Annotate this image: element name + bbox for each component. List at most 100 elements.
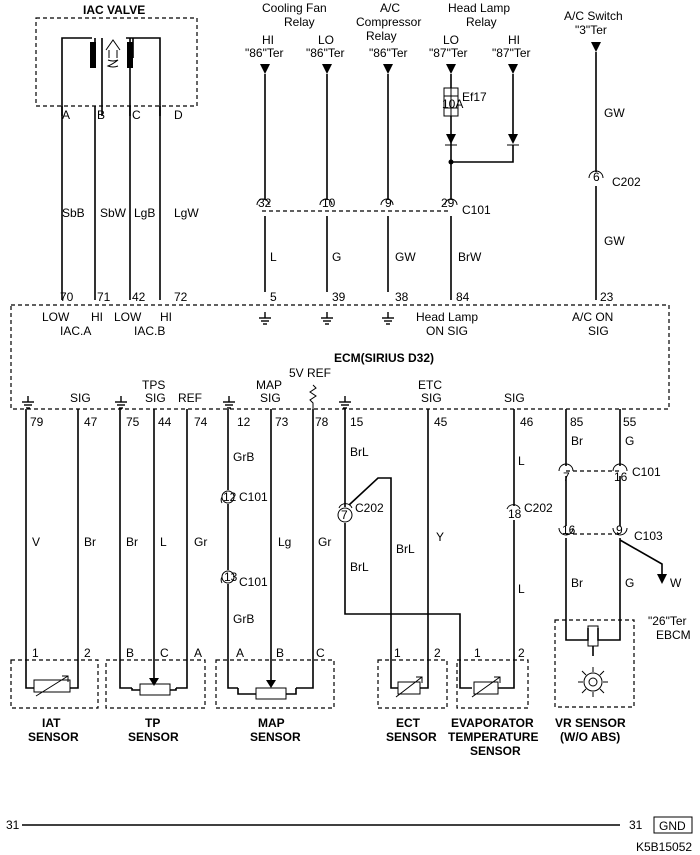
c202-pin-18: 18 xyxy=(508,507,522,521)
ground-bus: 31 31 GND K5B15052 xyxy=(6,816,693,854)
iac-low-b: LOW xyxy=(114,310,142,324)
ac-on-sig-1: A/C ON xyxy=(572,310,613,324)
vr-label-2: (W/O ABS) xyxy=(560,730,620,744)
gnd-tag xyxy=(653,816,693,834)
vr-wire-g-1: G xyxy=(625,434,634,448)
map-sig: SIG xyxy=(260,391,281,405)
ect-sensor: ETC SIG 15 45 7 C202 BrL BrL BrL Y 1 2 E… xyxy=(337,378,472,744)
fuse-rating: 10A xyxy=(442,97,463,111)
c202-label-ac: C202 xyxy=(612,175,641,189)
c101-pin-9: 9 xyxy=(385,196,392,210)
ect-wire-brl-3: BrL xyxy=(350,560,369,574)
c202-label-ect: C202 xyxy=(355,501,384,515)
tp-pin-a: A xyxy=(194,646,202,660)
wire-brw: BrW xyxy=(458,250,482,264)
ect-label-1: ECT xyxy=(396,716,421,730)
iat-label-1: IAT xyxy=(42,716,61,730)
ect-wire-brl-1: BrL xyxy=(350,445,369,459)
evap-label-2: TEMPERATURE xyxy=(448,730,538,744)
evap-label-3: SENSOR xyxy=(470,744,521,758)
iac-valve-title: IAC VALVE xyxy=(83,3,145,17)
ground-left-num: 31 xyxy=(6,818,20,832)
ecm-pin-47: 47 xyxy=(84,415,98,429)
vr-wire-g-2: G xyxy=(625,576,634,590)
vr-wire-br-2: Br xyxy=(571,576,583,590)
ecm-pin-39: 39 xyxy=(332,290,346,304)
ecm-pin-23: 23 xyxy=(600,290,614,304)
ac-switch-section: A/C Switch "3"Ter GW 6 C202 GW 23 A/C ON… xyxy=(564,9,641,338)
ecm-pin-15: 15 xyxy=(350,415,364,429)
c103-pin-9: 9 xyxy=(616,523,623,537)
ecm-pin-45: 45 xyxy=(434,415,448,429)
tp-sig: SIG xyxy=(145,391,166,405)
ebcm-label: EBCM xyxy=(656,628,691,642)
iac-valve: IAC VALVE A B C D SbB SbW LgB LgW 70 71 … xyxy=(35,3,199,338)
ecm-pin-42: 42 xyxy=(132,290,146,304)
ground-icons-top xyxy=(258,311,395,325)
evap-sensor: SIG 46 18 C202 L L 1 2 EVAPORATOR TEMPER… xyxy=(448,391,553,758)
ecm-pin-44: 44 xyxy=(158,415,172,429)
fuse-name: Ef17 xyxy=(462,90,487,104)
ecm-pin-71: 71 xyxy=(97,290,111,304)
ac-on-sig-2: SIG xyxy=(588,324,609,338)
tp-pin-c: C xyxy=(160,646,169,660)
gnd-label: GND xyxy=(659,819,686,833)
ac-wire-top: GW xyxy=(604,106,625,120)
ecm-box xyxy=(10,304,670,410)
tp-sensor-box xyxy=(105,659,206,709)
iac-b-label: IAC.B xyxy=(134,324,165,338)
term-ac: "86"Ter xyxy=(369,46,408,60)
ac-comp-line1: A/C xyxy=(380,1,400,15)
relay-section: Cooling Fan Relay A/C Compressor Relay H… xyxy=(245,1,531,338)
gear-icon xyxy=(578,667,608,697)
evap-label-1: EVAPORATOR xyxy=(451,716,534,730)
ect-wire-brl-2: BrL xyxy=(396,542,415,556)
wire-gw: GW xyxy=(395,250,416,264)
ecm-pin-74: 74 xyxy=(194,415,208,429)
iac-pin-c: C xyxy=(132,108,141,122)
iat-sig: SIG xyxy=(70,391,91,405)
tp-resistor-icon xyxy=(139,683,171,696)
iat-wire-br: Br xyxy=(84,535,96,549)
tp-pin-b: B xyxy=(126,646,134,660)
ecm-pin-46: 46 xyxy=(520,415,534,429)
ac-switch-title: A/C Switch xyxy=(564,9,623,23)
c101-label-map-2: C101 xyxy=(239,575,268,589)
head-lamp-line1: Head Lamp xyxy=(448,1,510,15)
tp-wire-gr: Gr xyxy=(194,535,207,549)
term-cf-lo-1: LO xyxy=(318,33,334,47)
ac-comp-line3: Relay xyxy=(366,29,397,43)
vr-wire-w: W xyxy=(670,576,682,590)
c101-pin-13: 13 xyxy=(224,570,238,584)
iac-hi-a: HI xyxy=(91,310,103,324)
term-hl-hi-1: HI xyxy=(508,33,520,47)
c202-pin-6: 6 xyxy=(593,170,600,184)
ecm-pin-73: 73 xyxy=(275,415,289,429)
ecm-pin-84: 84 xyxy=(456,290,470,304)
iat-sensor-box xyxy=(10,659,99,709)
vr-sensor-box xyxy=(554,619,635,708)
iat-wire-v: V xyxy=(32,535,40,549)
map-sensor: MAP 5V REF SIG 12 73 78 12 13 C101 C101 … xyxy=(215,366,335,744)
map-pin-a: A xyxy=(236,646,244,660)
iac-wire-d: LgW xyxy=(174,206,199,220)
iac-valve-box xyxy=(35,17,198,107)
map-pin-b: B xyxy=(276,646,284,660)
map-header: MAP xyxy=(256,378,282,392)
iat-ground-icon xyxy=(21,395,35,409)
ebcm-arrow-icon xyxy=(657,574,667,584)
tp-ref: REF xyxy=(178,391,202,405)
c101-pin-10: 10 xyxy=(322,196,336,210)
map-wire-grb-2: GrB xyxy=(233,612,254,626)
iat-sensor: SIG 79 47 V Br 1 2 IAT SENSOR xyxy=(10,391,99,744)
c101-label-top: C101 xyxy=(462,203,491,217)
map-ref-resistor-icon xyxy=(309,384,317,409)
term-hl-hi-2: "87"Ter xyxy=(492,46,531,60)
map-wire-lg: Lg xyxy=(278,535,291,549)
ect-sig: SIG xyxy=(421,391,442,405)
map-ground-icon xyxy=(222,395,236,409)
c202-pin-7: 7 xyxy=(341,508,348,522)
c101-pin-12: 12 xyxy=(223,490,237,504)
